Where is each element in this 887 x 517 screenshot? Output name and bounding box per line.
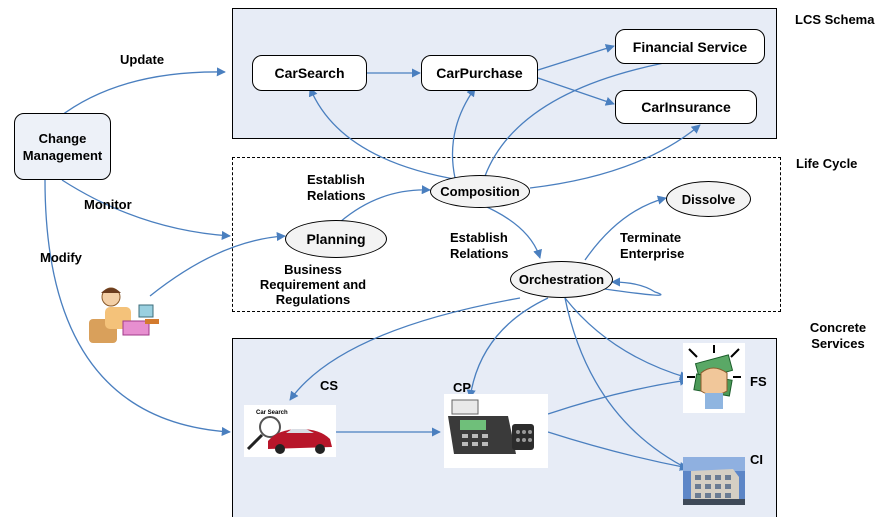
concrete-services-label-2: Services bbox=[811, 336, 865, 351]
orchestration-to-cp-arrow bbox=[466, 297, 549, 399]
terminate-enterprise-line-2: Enterprise bbox=[620, 246, 685, 261]
orchestration-to-dissolve-arrow bbox=[584, 195, 667, 261]
composition-to-carsearch-arrow bbox=[308, 87, 461, 181]
dissolve-node[interactable]: Dissolve bbox=[666, 181, 751, 217]
planning-node[interactable]: Planning bbox=[285, 220, 387, 258]
business-requirement-line-2: Requirement and bbox=[259, 277, 367, 292]
orchestration-to-cs-arrow bbox=[289, 297, 521, 401]
monitor-arrow bbox=[61, 179, 231, 240]
person-to-planning-arrow bbox=[149, 231, 286, 297]
business-requirement-line-3: Regulations bbox=[275, 292, 351, 307]
car-search-logo-text: Car Search bbox=[256, 410, 288, 416]
change-management-line-2: Management bbox=[22, 147, 103, 163]
composition-node[interactable]: Composition bbox=[430, 175, 530, 208]
lcs-schema-label: LCS Schema bbox=[795, 12, 875, 27]
carinsurance-node[interactable]: CarInsurance bbox=[615, 90, 757, 124]
modify-arrow bbox=[44, 179, 231, 437]
concrete-services-label-1: Concrete bbox=[809, 320, 867, 335]
business-person-image bbox=[89, 287, 159, 343]
cp-to-ci-arrow bbox=[547, 431, 689, 471]
composition-to-insurance-arrow bbox=[529, 124, 701, 189]
financial-service-node[interactable]: Financial Service bbox=[615, 29, 765, 64]
establish-relations-top-line-2: Relations bbox=[307, 188, 366, 203]
insurance-building-image bbox=[683, 457, 745, 505]
life-cycle-label: Life Cycle bbox=[796, 156, 858, 171]
change-management-line-1: Change bbox=[38, 130, 87, 146]
establish-relations-top-line-1: Establish bbox=[307, 172, 365, 187]
composition-to-orchestration-arrow bbox=[479, 203, 542, 259]
carpurchase-to-insurance-arrow bbox=[537, 77, 615, 106]
carpurchase-to-financial-arrow bbox=[537, 44, 615, 71]
orchestration-node[interactable]: Orchestration bbox=[510, 261, 613, 298]
carpurchase-node[interactable]: CarPurchase bbox=[421, 55, 538, 91]
composition-to-financial-arrow bbox=[484, 54, 693, 177]
planning-to-composition-arrow bbox=[339, 185, 431, 223]
money-hand-image bbox=[683, 343, 745, 413]
orchestration-to-ci-arrow bbox=[564, 297, 691, 471]
update-arrow bbox=[57, 67, 226, 119]
cp-to-fs-arrow bbox=[547, 376, 689, 415]
ci-label: CI bbox=[750, 452, 763, 467]
fs-label: FS bbox=[750, 374, 767, 389]
orchestration-self-loop-arrow bbox=[597, 277, 662, 296]
carsearch-node[interactable]: CarSearch bbox=[252, 55, 367, 91]
cs-label: CS bbox=[320, 378, 339, 393]
business-requirement-line-1: Business bbox=[284, 262, 342, 277]
establish-relations-mid-line-2: Relations bbox=[450, 246, 509, 261]
orchestration-to-fs-arrow bbox=[564, 297, 689, 381]
establish-relations-mid-line-1: Establish bbox=[450, 230, 508, 245]
card-payment-terminal-image bbox=[444, 394, 548, 468]
car-search-image: Car Search bbox=[244, 405, 336, 457]
update-label: Update bbox=[120, 52, 165, 67]
cp-label: CP bbox=[453, 380, 472, 395]
monitor-label: Monitor bbox=[84, 197, 132, 212]
modify-label: Modify bbox=[40, 250, 82, 265]
composition-to-carpurchase-arrow bbox=[451, 87, 476, 179]
terminate-enterprise-line-1: Terminate bbox=[620, 230, 682, 245]
change-management-node[interactable]: Change Management bbox=[14, 113, 111, 180]
